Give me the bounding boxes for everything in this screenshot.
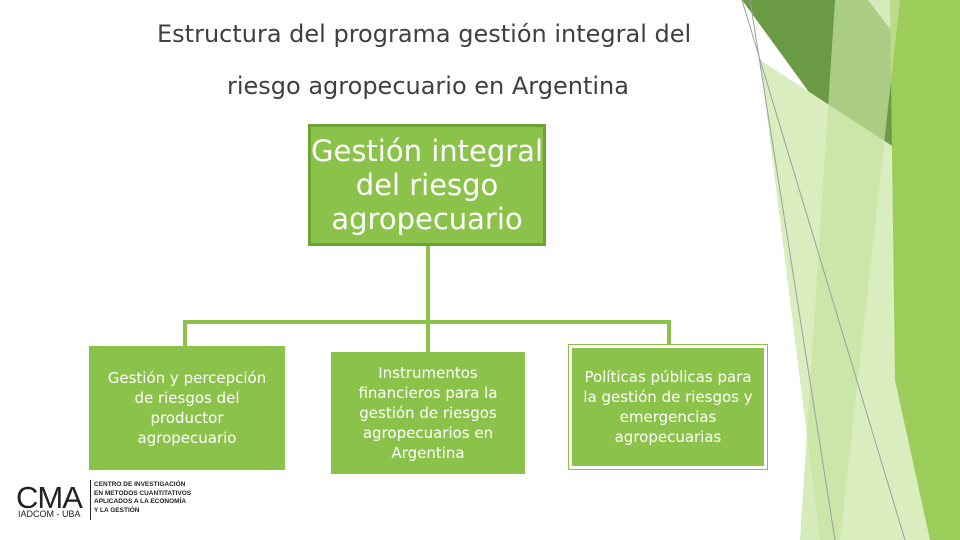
child-1-line-2: de riesgos del [134,389,240,407]
deco-thin-line-2 [741,0,906,540]
deco-thin-line-1 [749,0,836,540]
child-2-line-4: agropecuarios en [362,424,494,442]
connector-child-2 [426,320,430,352]
connector-root-stem [426,246,430,322]
logo-line-1: CENTRO DE INVESTIGACIÓN [94,481,186,488]
child-node-risk-perception: Gestión y percepción de riesgos del prod… [89,346,285,470]
root-line-1: Gestión integral [311,134,543,168]
child-2-line-3: gestión de riesgos [359,404,497,422]
root-line-2: del riesgo [355,168,499,202]
cma-logo: CMA IADCOM - UBA CENTRO DE INVESTIGACIÓN… [10,476,210,524]
logo-sub-text: IADCOM - UBA [18,509,81,519]
root-node: Gestión integral del riesgo agropecuario [308,124,546,246]
deco-edge-band [800,0,900,540]
child-1-line-4: agropecuario [137,429,237,447]
logo-divider [90,480,91,520]
title-line-2: riesgo agropecuario en Argentina [227,72,629,100]
logo-line-2: EN METODOS CUANTITATIVOS [94,489,192,497]
logo-line-4: Y LA GESTIÓN [94,506,140,514]
connector-child-1 [183,320,187,346]
title-line-1: Estructura del programa gestión integral… [157,20,692,48]
child-2-line-1: Instrumentos [378,364,478,382]
child-2-line-5: Argentina [391,444,465,462]
child-3-line-3: emergencias [619,408,717,426]
logo-main-text: CMA [16,480,83,515]
child-node-financial-instruments: Instrumentos financieros para la gestión… [331,352,525,474]
root-line-3: agropecuario [331,202,523,236]
deco-mid-band [890,0,960,540]
child-1-line-1: Gestión y percepción [107,369,267,387]
connector-child-3 [667,320,671,345]
child-3-line-4: agropecuarias [614,428,722,446]
child-2-line-2: financieros para la [358,384,498,402]
child-node-public-policies: Políticas públicas para la gestión de ri… [568,344,768,470]
child-3-line-2: la gestión de riesgos y [583,388,753,406]
child-3-line-1: Políticas públicas para [584,368,752,386]
child-1-line-3: productor [150,409,224,427]
logo-line-3: APLICADOS A LA ECONOMÍA [94,498,187,505]
logo-description: CENTRO DE INVESTIGACIÓN EN METODOS CUANT… [94,481,191,515]
